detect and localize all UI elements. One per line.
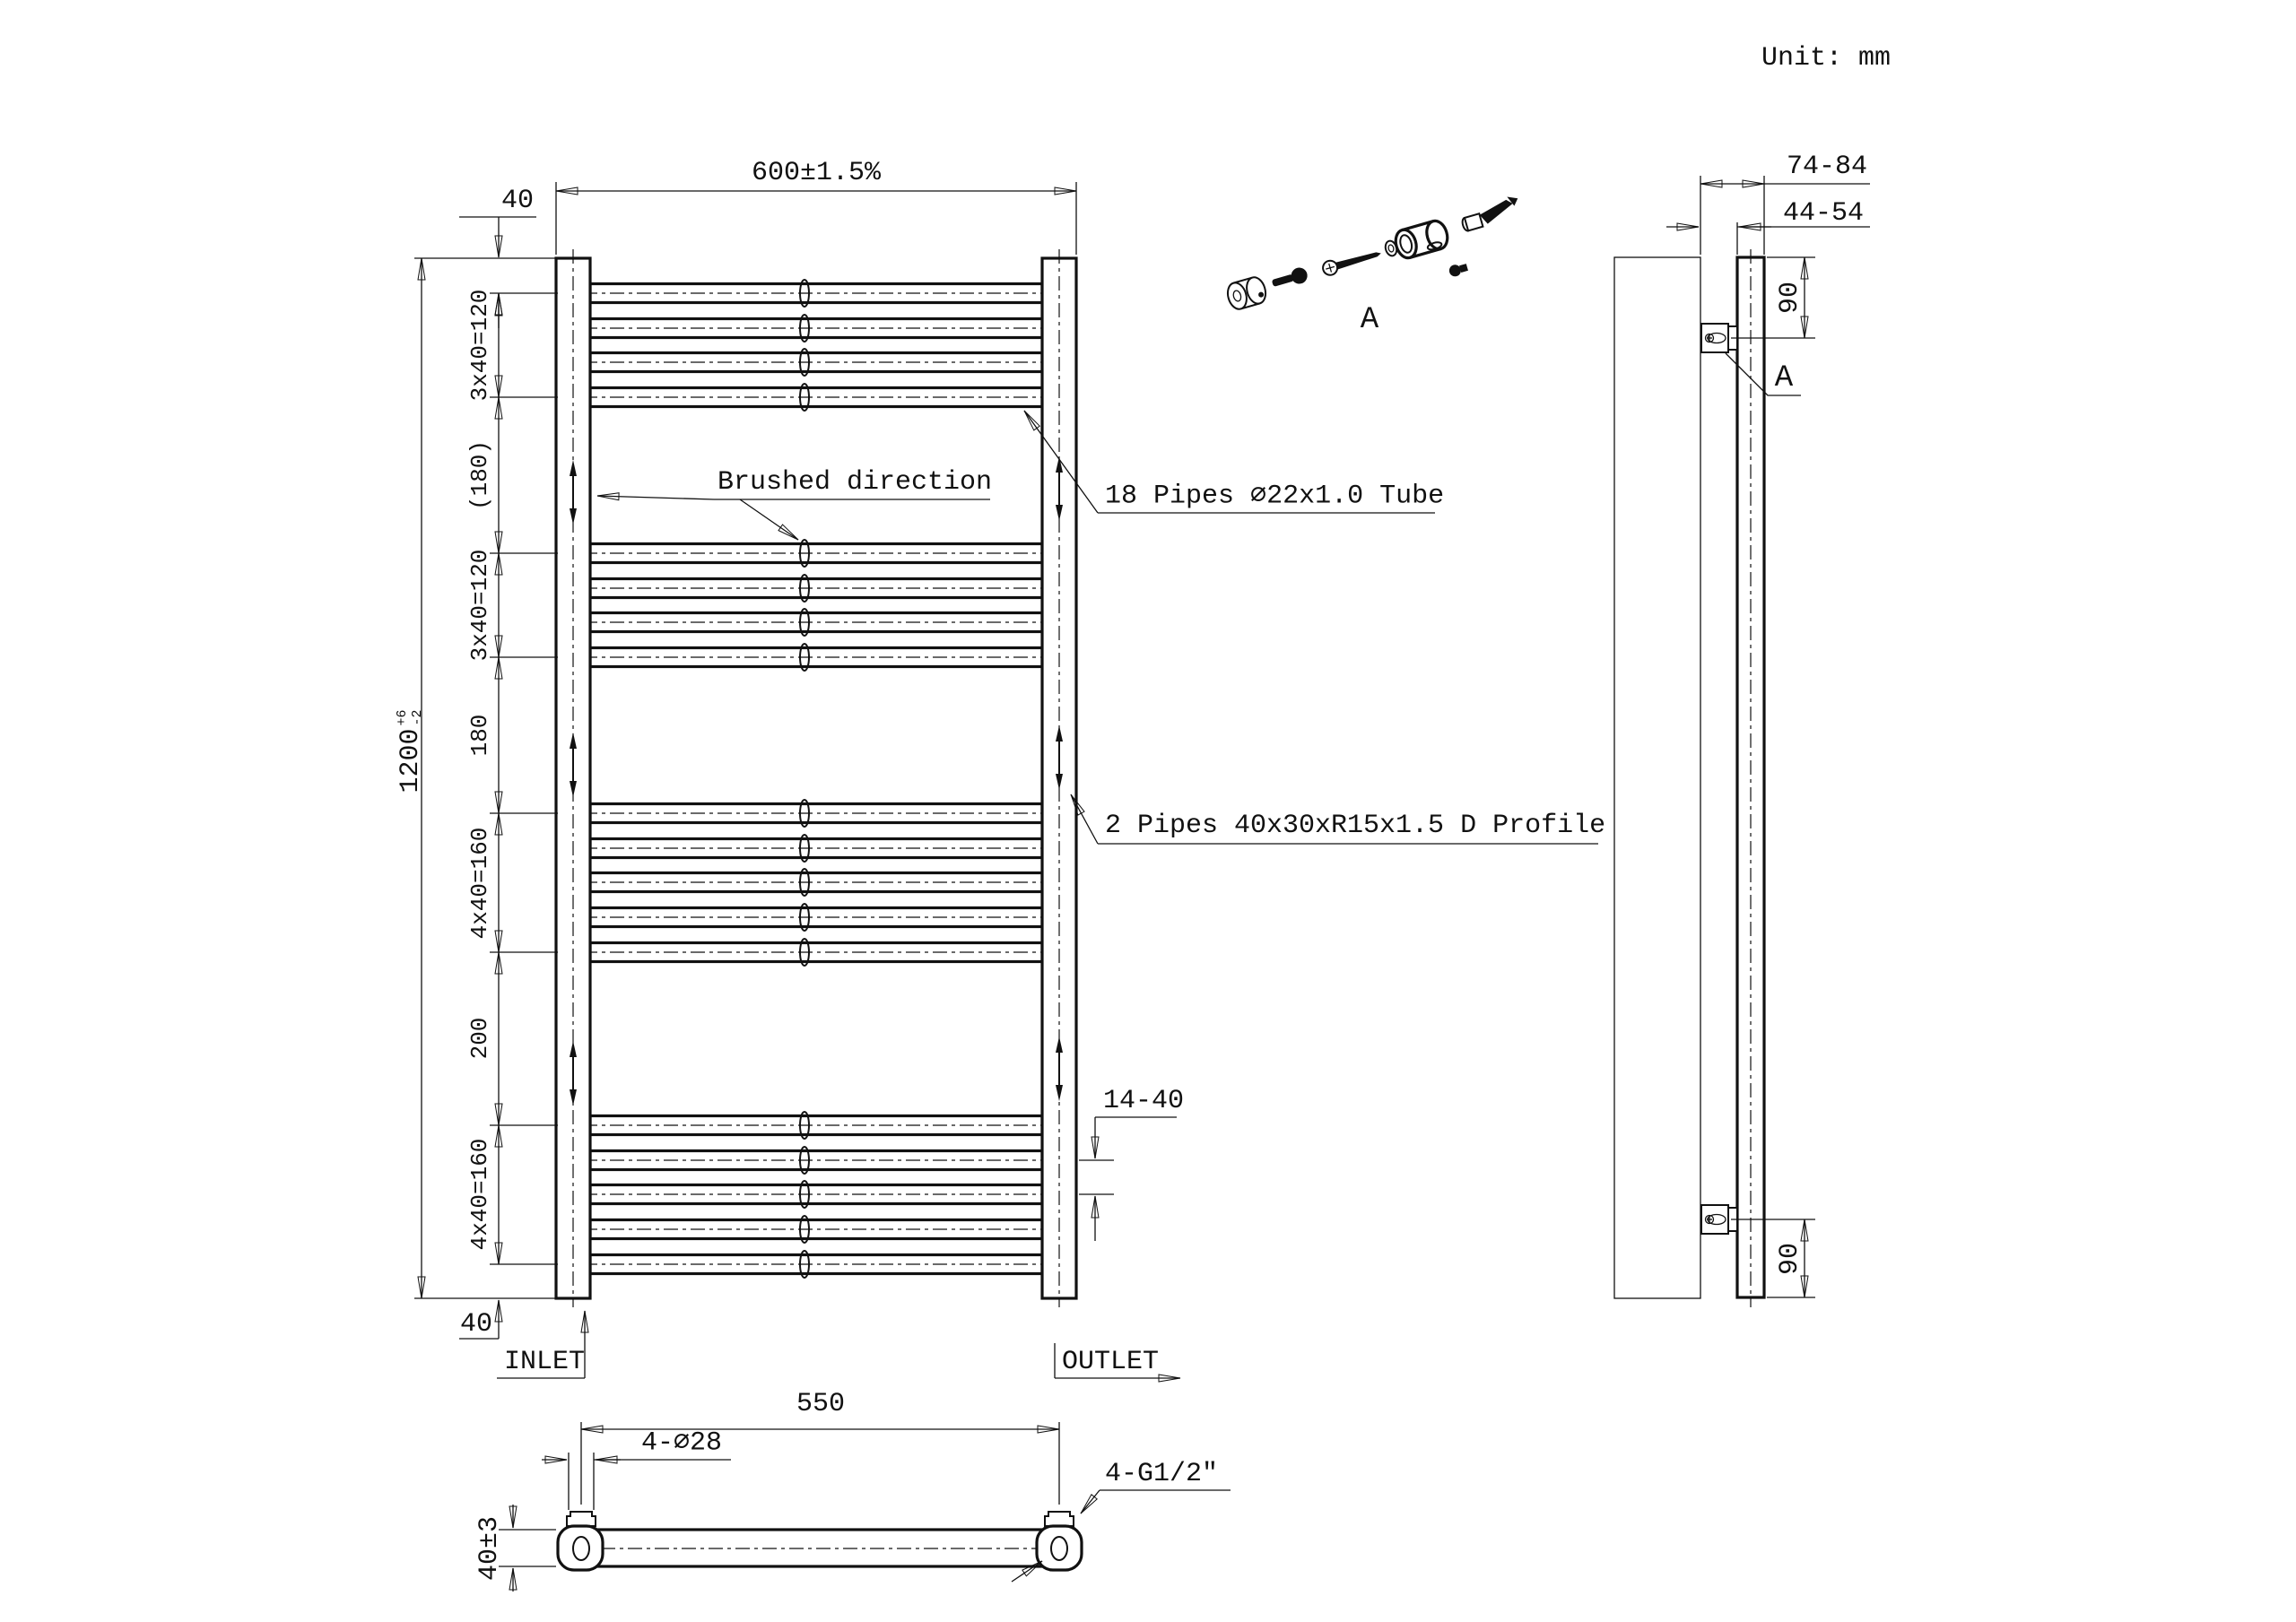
pipes-annotation-label: 18 Pipes ∅22x1.0 Tube [1105, 481, 1445, 512]
depth-outer-dim-label: 74-84 [1786, 152, 1868, 182]
hardware-exploded-drawing [1226, 196, 1518, 310]
bracket-top-dim-label: 90 [1775, 281, 1805, 315]
top-offset-dim-label: 40 [500, 186, 535, 216]
hardware-detail-label: A [1360, 303, 1379, 337]
wall-hatch [1613, 256, 1701, 1299]
pitch-dim-label: 550 [796, 1389, 846, 1419]
height-dim-tol-minus: -2 [409, 709, 425, 726]
side-view-drawing [1613, 176, 1870, 1307]
bottom-offset-dim-label: 40 [459, 1309, 493, 1340]
pipe-gap-dim-label: 14-40 [1103, 1086, 1185, 1116]
inlet-label: INLET [504, 1347, 586, 1377]
bar-dim-label: 40±3 [474, 1515, 505, 1582]
holes-dim-label: 4-∅28 [640, 1427, 723, 1459]
profile-annotation-label: 2 Pipes 40x30xR15x1.5 D Profile [1105, 811, 1606, 841]
outlet-label: OUTLET [1062, 1347, 1160, 1377]
height-dim-value: 1200 [396, 728, 427, 794]
brushed-direction-label: Brushed direction [718, 467, 993, 498]
thread-label: 4-G1/2″ [1105, 1459, 1219, 1489]
bracket-bottom-dim-label: 90 [1775, 1242, 1805, 1276]
chain-dim-label: 200 [466, 1017, 493, 1060]
chain-dim-label: (180) [466, 439, 493, 511]
front-view-drawing [414, 182, 1598, 1383]
chain-dim-label: 3x40=120 [466, 549, 493, 662]
chain-dim-label: 4x40=160 [466, 1138, 493, 1251]
chain-dim-label: 180 [466, 714, 493, 757]
height-dim-tol-plus: +6 [394, 709, 410, 726]
chain-dim-label: 3x40=120 [466, 289, 493, 402]
width-dim-label: 600±1.5% [751, 158, 882, 188]
bottom-view-drawing [499, 1422, 1231, 1592]
height-dim-label: 1200 +6-2 [394, 709, 427, 794]
chain-dim-label: 4x40=160 [466, 827, 493, 940]
depth-inner-dim-label: 44-54 [1782, 198, 1865, 229]
unit-note: Unit: mm [1761, 43, 1892, 74]
detail-ref-label: A [1774, 361, 1794, 395]
